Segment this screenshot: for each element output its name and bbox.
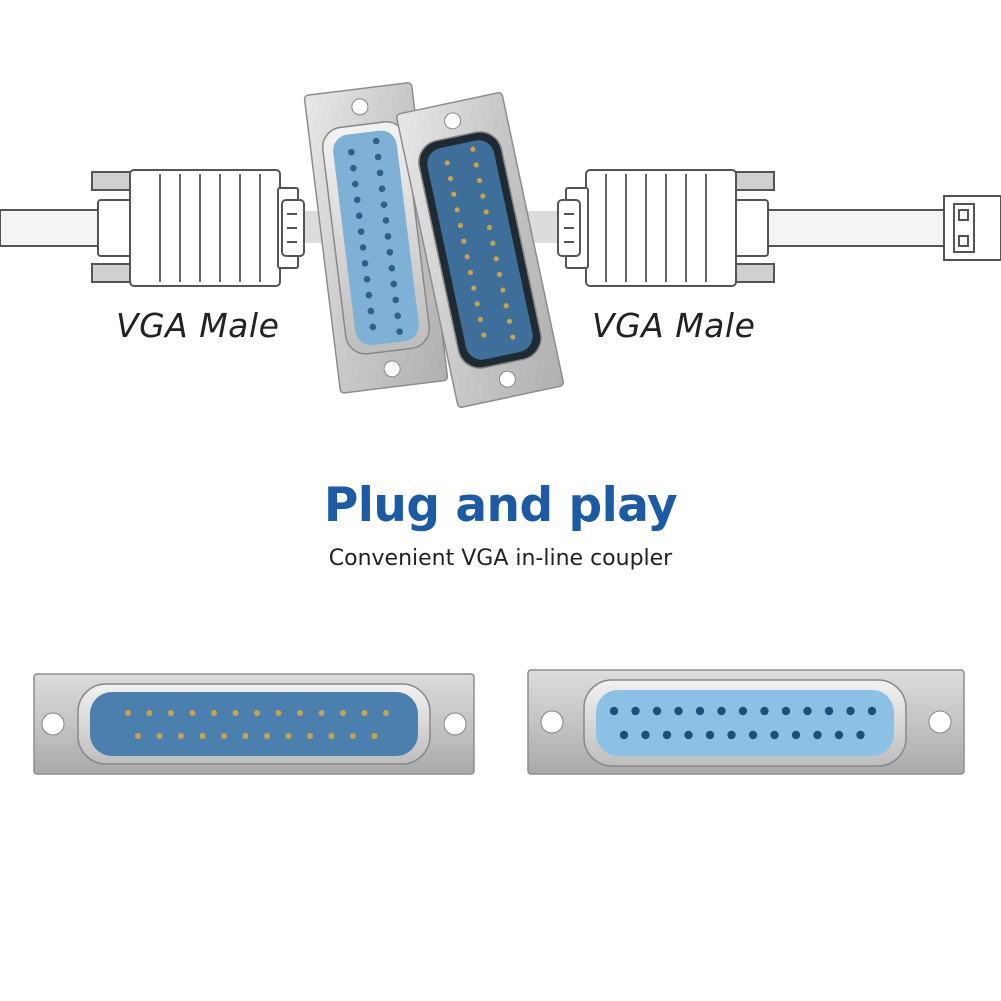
connector-pin <box>631 706 640 716</box>
connector-pin <box>328 733 335 739</box>
connector-pin <box>146 710 153 716</box>
connector-pin <box>834 730 844 740</box>
connector-pin <box>318 710 325 716</box>
connector-pin <box>760 706 769 716</box>
connector-pin <box>695 706 705 716</box>
connector-pin <box>619 730 629 740</box>
connector-pin <box>242 733 249 739</box>
connector-pin <box>135 733 141 739</box>
connector-pin <box>813 730 822 740</box>
connector-pin <box>781 706 791 716</box>
left-vga-plug <box>0 169 305 287</box>
connector-pin <box>189 710 196 716</box>
connector-pin <box>199 733 206 739</box>
connector-pin <box>232 710 239 716</box>
connector-pin <box>307 733 313 739</box>
connector-pin <box>824 706 834 716</box>
connector-pin <box>748 730 758 740</box>
connector-pin <box>264 733 270 739</box>
connector-pin <box>662 730 672 740</box>
bottom-male-db25 <box>33 673 475 775</box>
connector-pin <box>297 710 303 716</box>
bottom-female-db25 <box>527 669 965 775</box>
connector-pin <box>156 733 163 739</box>
connector-pin <box>254 710 260 716</box>
connector-pin <box>350 733 356 739</box>
connector-pin <box>791 730 801 740</box>
left-vga-male-label: VGA Male <box>116 306 280 345</box>
connector-pin <box>867 706 877 716</box>
connector-pin <box>846 706 855 716</box>
right-vga-plug <box>557 169 1001 287</box>
connector-pin <box>856 730 865 740</box>
connector-pin <box>371 733 378 739</box>
connector-pin <box>684 730 693 740</box>
connector-pin <box>609 706 619 716</box>
right-vga-male-label: VGA Male <box>592 306 756 345</box>
connector-pin <box>803 706 812 716</box>
connector-pin <box>383 710 389 716</box>
connector-pin <box>285 733 292 739</box>
connector-pin <box>275 710 282 716</box>
connector-pin <box>221 733 227 739</box>
headline: Plug and play <box>323 478 678 533</box>
connector-pin <box>168 710 174 716</box>
coupler-male-db25 <box>395 92 565 408</box>
connector-pin <box>770 730 779 740</box>
connector-pin <box>652 706 662 716</box>
connector-pin <box>361 710 368 716</box>
connector-pin <box>125 710 131 716</box>
connector-pin <box>727 730 736 740</box>
connector-pin <box>641 730 650 740</box>
connector-pin <box>178 733 184 739</box>
connector-pin <box>705 730 715 740</box>
connector-pin <box>211 710 217 716</box>
connector-pin <box>340 710 346 716</box>
connector-pin <box>738 706 748 716</box>
subheadline: Convenient VGA in-line coupler <box>328 546 673 571</box>
connector-pin <box>717 706 726 716</box>
connector-pin <box>674 706 683 716</box>
